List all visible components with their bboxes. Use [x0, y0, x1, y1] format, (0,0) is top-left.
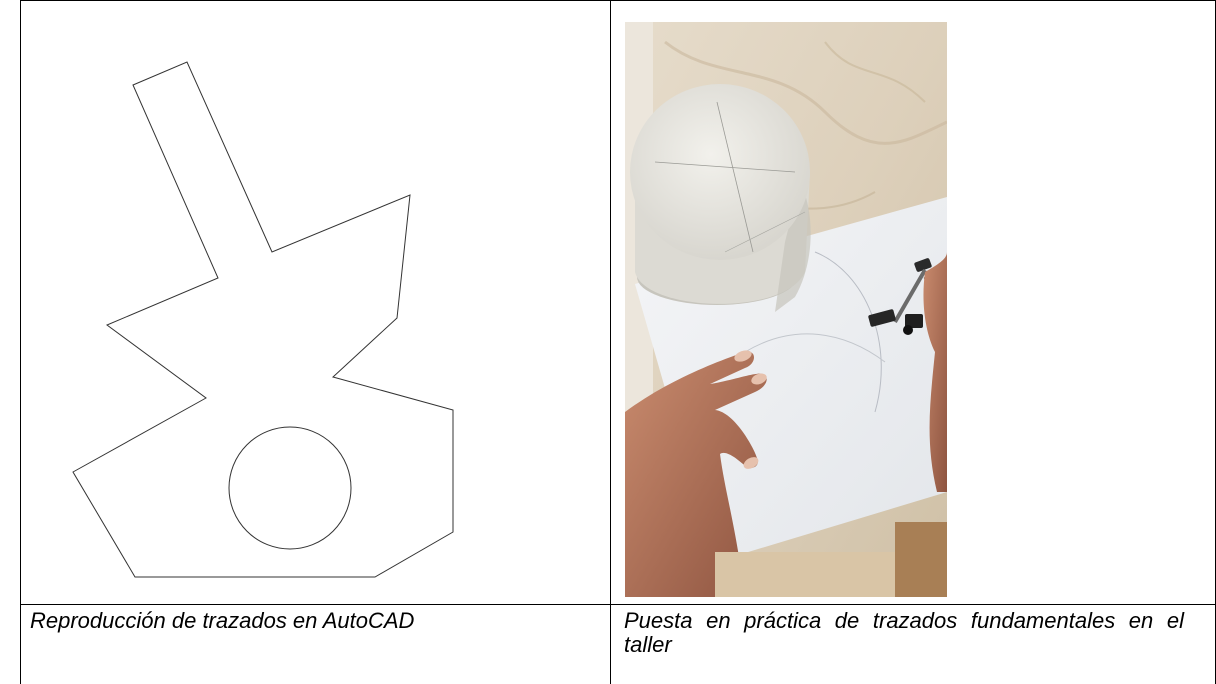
workshop-photo	[625, 22, 947, 597]
cad-outline	[72, 61, 454, 578]
table-row-divider	[20, 604, 1216, 605]
table-border-left	[20, 0, 21, 684]
table-border-middle	[610, 0, 611, 684]
table-border-top	[20, 0, 1216, 1]
left-hand	[625, 351, 767, 597]
caption-left: Reproducción de trazados en AutoCAD	[30, 608, 415, 633]
caption-right: Puesta en práctica de trazados fundament…	[624, 608, 1184, 657]
cad-circle	[228, 426, 352, 550]
autocad-drawing	[72, 61, 454, 578]
